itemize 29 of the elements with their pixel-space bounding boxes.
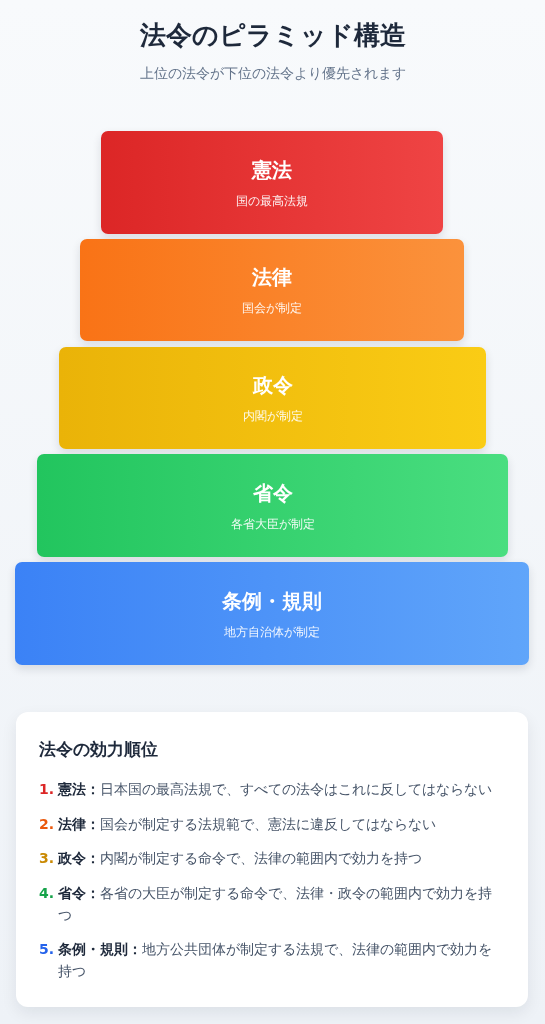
- tier-description: 地方自治体が制定: [224, 623, 320, 641]
- info-card: [16, 712, 528, 1007]
- tier-title: 憲法: [252, 156, 292, 184]
- list-number: 1.: [39, 780, 55, 799]
- tier-title: 法律: [252, 264, 292, 291]
- title: 法令のピラミッド構造: [139, 19, 406, 52]
- list-number: 4.: [39, 883, 55, 903]
- tier-title: 条例・規則: [222, 587, 322, 615]
- list-number: 3.: [39, 849, 55, 868]
- tier-description: 国の最高法規: [236, 192, 308, 210]
- list-number: 2.: [39, 814, 55, 834]
- tier-box: [15, 562, 529, 665]
- list-item: 憲法：日本国の最高法規で、すべての法令はこれに反してはならない: [58, 780, 492, 799]
- tier-box: [101, 131, 443, 234]
- tier-description: 国会が制定: [242, 300, 302, 317]
- tier-box: [59, 347, 486, 449]
- list-item: 条例・規則：地方公共団体が制定する法規で、法律の範囲内で効力を持つ: [58, 940, 493, 981]
- tier-description: 内閣が制定: [242, 408, 303, 425]
- card-heading: 法令の効力順位: [39, 738, 158, 761]
- tier-box: [80, 239, 464, 341]
- list-item: 省令：各省の大臣が制定する命令で、法律・政令の範囲内で効力を持つ: [58, 883, 493, 925]
- tier-title: 政令: [252, 372, 293, 399]
- list-item: 政令：内閣が制定する命令で、法律の範囲内で効力を持つ: [58, 849, 422, 868]
- list-item: 法律：国会が制定する法規範で、憲法に違反してはならない: [58, 814, 436, 834]
- tier-description: 各省大臣が制定: [230, 515, 315, 533]
- tier-title: 省令: [252, 479, 293, 507]
- list-number: 5.: [39, 940, 55, 959]
- tier-box: [37, 454, 508, 557]
- subtitle: 上位の法令が下位の法令より優先されます: [139, 64, 406, 83]
